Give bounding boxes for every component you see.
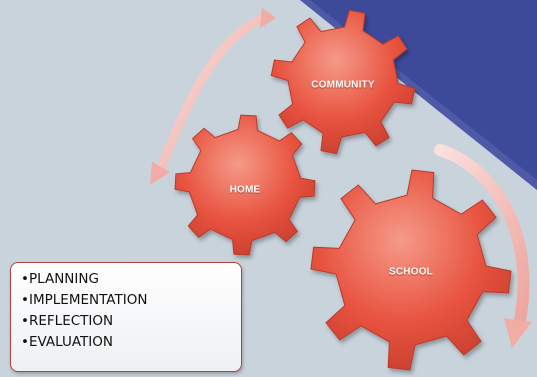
community-gear (270, 9, 416, 155)
arrow-community-to-home (150, 8, 276, 185)
arrow-community-to-school (434, 144, 532, 348)
home-label: HOME (229, 184, 261, 196)
home-gear (174, 114, 316, 256)
school-label: SCHOOL (389, 266, 433, 278)
list-item: •PLANNING (21, 271, 99, 287)
list-item: •REFLECTION (21, 313, 114, 329)
school-gear (310, 169, 512, 371)
community-label: COMMUNITY (311, 79, 375, 91)
steps-box: •PLANNING •IMPLEMENTATION •REFLECTION •E… (10, 262, 242, 372)
list-item: •IMPLEMENTATION (21, 292, 148, 308)
steps-list: •PLANNING •IMPLEMENTATION •REFLECTION •E… (11, 263, 241, 353)
list-item: •EVALUATION (21, 334, 114, 350)
